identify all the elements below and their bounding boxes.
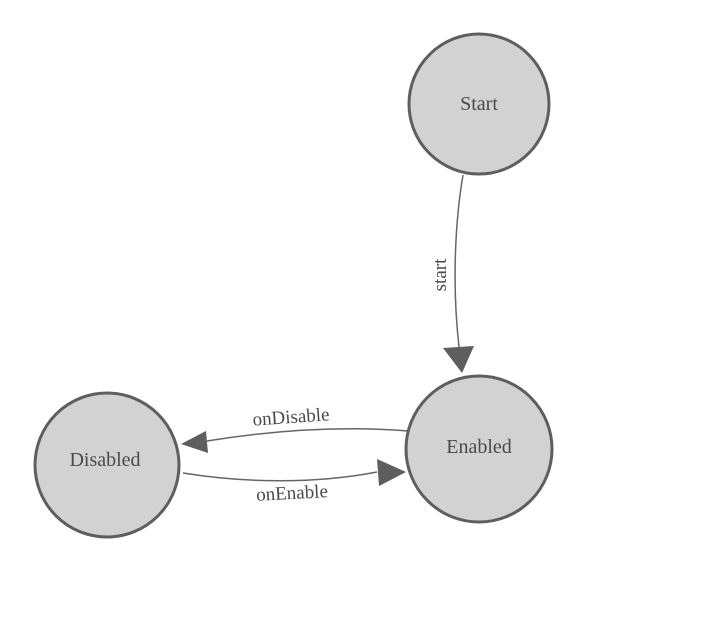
node-start: Start	[407, 32, 551, 176]
edge-ondisable-line	[206, 428, 409, 442]
node-disabled-circle	[33, 391, 181, 539]
node-enabled-circle	[404, 374, 554, 524]
edge-label-ondisable: onDisable	[252, 404, 330, 430]
edge-disabled-to-enabled: onEnable	[182, 459, 406, 506]
node-disabled-label: Disabled	[69, 449, 140, 471]
arrowhead-left-icon	[181, 431, 208, 453]
arrowhead-down-icon	[443, 346, 474, 373]
arrowhead-right-icon	[377, 459, 406, 486]
node-disabled: Disabled	[33, 391, 181, 539]
edge-start-line	[454, 174, 464, 348]
node-enabled-label: Enabled	[446, 436, 512, 458]
edge-start-to-enabled: start	[430, 174, 474, 373]
node-start-circle	[407, 32, 551, 176]
edge-onenable-line	[182, 471, 378, 482]
node-start-label: Start	[460, 93, 498, 115]
edge-label-start: start	[430, 258, 451, 291]
edge-label-onenable: onEnable	[256, 481, 329, 506]
edge-enabled-to-disabled: onDisable	[181, 404, 409, 453]
node-enabled: Enabled	[404, 374, 554, 524]
